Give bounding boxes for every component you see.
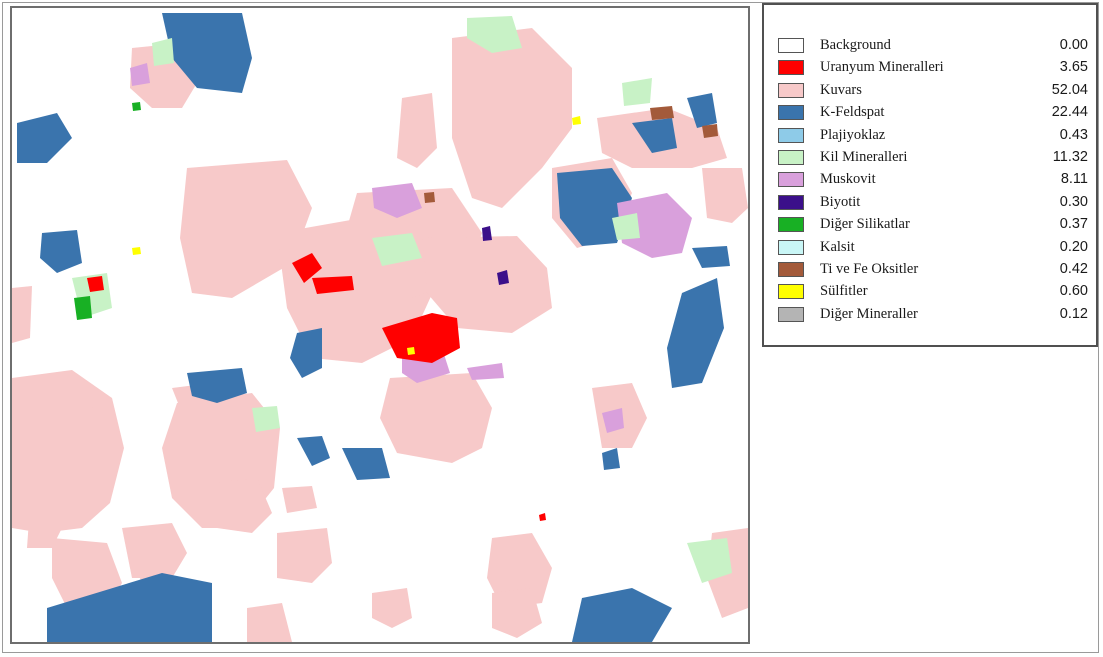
uranium-grains	[87, 253, 546, 521]
mineral-map	[10, 6, 750, 644]
legend-value: 11.32	[1052, 148, 1088, 165]
legend-label: Diğer Silikatlar	[820, 216, 910, 233]
legend-label: Biyotit	[820, 193, 861, 210]
legend-value: 8.11	[1060, 171, 1088, 188]
legend-value: 0.30	[1059, 193, 1088, 210]
legend-value: 0.43	[1059, 126, 1088, 143]
k-feldspar-grains	[17, 13, 730, 642]
legend-label: Uranyum Mineralleri	[820, 59, 944, 76]
legend-value: 0.12	[1059, 305, 1088, 322]
quartz-grains	[12, 28, 748, 642]
legend-panel: Background 0.00 Uranyum Mineralleri 3.65…	[762, 3, 1098, 347]
legend-value: 0.42	[1059, 260, 1088, 277]
legend-value: 52.04	[1051, 81, 1088, 98]
legend-label: K-Feldspat	[820, 104, 885, 121]
legend-label: Muskovit	[820, 171, 876, 188]
legend-label: Kil Mineralleri	[820, 148, 908, 165]
legend-item-k-feldspar: K-Feldspat 22.44	[778, 102, 1088, 124]
swatch-quartz	[778, 82, 804, 98]
legend-item-oxides: Ti ve Fe Oksitler 0.42	[778, 259, 1088, 281]
swatch-sulfides	[778, 284, 804, 300]
legend-item-uranium: Uranyum Mineralleri 3.65	[778, 57, 1088, 79]
legend-value: 0.00	[1059, 37, 1088, 53]
legend-label: Diğer Mineraller	[820, 305, 918, 322]
legend-value: 0.37	[1059, 216, 1088, 233]
legend-label: Sülfitler	[820, 283, 868, 300]
legend-list: Background 0.00 Uranyum Mineralleri 3.65…	[778, 35, 1088, 326]
legend-item-muscovite: Muskovit 8.11	[778, 169, 1088, 191]
legend-item-other-silicates: Diğer Silikatlar 0.37	[778, 214, 1088, 236]
swatch-oxides	[778, 261, 804, 277]
legend-label: Background	[820, 37, 891, 53]
legend-item-other-minerals: Diğer Mineraller 0.12	[778, 304, 1088, 326]
legend-item-clay: Kil Mineralleri 11.32	[778, 147, 1088, 169]
legend-value: 22.44	[1051, 104, 1088, 121]
swatch-other-minerals	[778, 306, 804, 322]
legend-label: Kalsit	[820, 238, 855, 255]
legend-value: 0.20	[1059, 238, 1088, 255]
legend-value: 3.65	[1059, 59, 1088, 76]
swatch-uranium	[778, 60, 804, 76]
sulfide-grains	[132, 116, 581, 355]
swatch-calcite	[778, 239, 804, 255]
swatch-clay	[778, 149, 804, 165]
swatch-muscovite	[778, 172, 804, 188]
swatch-k-feldspar	[778, 105, 804, 121]
legend-item-sulfides: Sülfitler 0.60	[778, 281, 1088, 303]
legend-value: 0.60	[1059, 283, 1088, 300]
legend-item-calcite: Kalsit 0.20	[778, 237, 1088, 259]
biotite-grains	[482, 226, 509, 285]
swatch-background	[778, 38, 804, 53]
legend-item-biotite: Biyotit 0.30	[778, 192, 1088, 214]
swatch-other-silicates	[778, 217, 804, 233]
swatch-plagioclase	[778, 127, 804, 143]
swatch-biotite	[778, 194, 804, 210]
legend-item-quartz: Kuvars 52.04	[778, 80, 1088, 102]
legend-item-background: Background 0.00	[778, 35, 1088, 57]
oxide-grains	[424, 106, 718, 203]
legend-label: Kuvars	[820, 81, 862, 98]
other-silicates	[74, 102, 141, 320]
legend-label: Ti ve Fe Oksitler	[820, 260, 919, 277]
legend-item-plagioclase: Plajiyoklaz 0.43	[778, 125, 1088, 147]
legend-label: Plajiyoklaz	[820, 126, 886, 143]
